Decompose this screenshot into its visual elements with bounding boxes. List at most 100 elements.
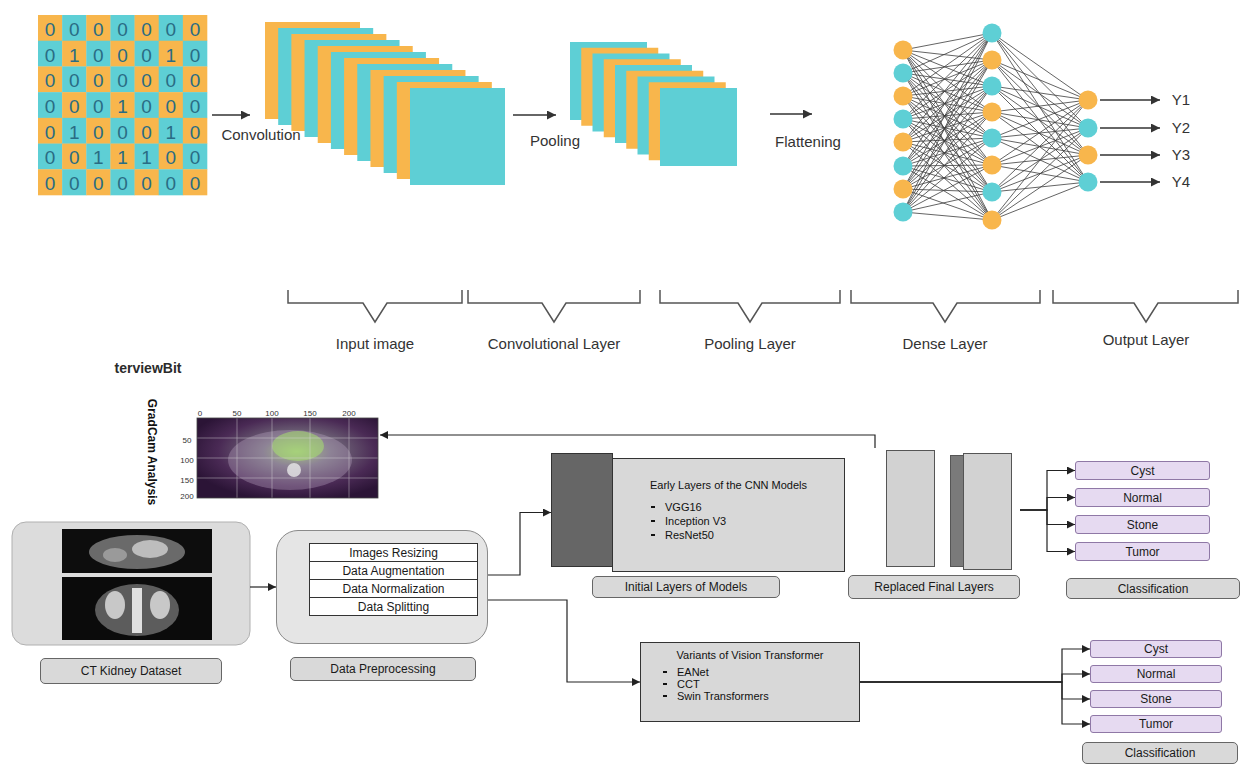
grid	[197, 418, 378, 498]
caption-text: Classification	[1118, 582, 1189, 596]
axis-tick: 150	[180, 476, 193, 485]
axis-tick: 50	[183, 436, 192, 445]
bullet-item: VGG16	[665, 500, 702, 514]
neuron-link	[903, 86, 992, 189]
flow-arrow	[860, 649, 1090, 682]
neuron	[1079, 146, 1098, 165]
neuron-link	[992, 100, 1088, 192]
ct-body	[95, 584, 179, 636]
neuron	[983, 211, 1002, 230]
label-slot: 1	[69, 122, 80, 141]
figure-frame	[12, 522, 250, 645]
matrix-digit: 0	[45, 173, 56, 194]
neuron-link	[903, 33, 992, 96]
ct-organ	[103, 548, 127, 562]
box-label: Data Splitting	[358, 600, 429, 614]
gradcam-heatmap	[197, 418, 378, 498]
matrix-digit: 0	[190, 121, 201, 142]
matrix-digit: 0	[69, 70, 80, 91]
matrix-cell	[110, 92, 134, 118]
label-slot: 0	[165, 71, 176, 90]
output-arrow	[1100, 127, 1160, 129]
output-label: Y2	[1172, 119, 1190, 136]
matrix-cell	[62, 118, 86, 144]
class-box: Tumor	[1075, 542, 1210, 561]
label-slot: 0	[93, 71, 104, 90]
class-box: Tumor	[1090, 715, 1222, 733]
bullet-mark	[651, 506, 655, 508]
matrix-cell	[135, 66, 159, 92]
matrix-digit: 0	[165, 147, 176, 168]
neuron	[894, 41, 913, 60]
matrix-cell	[159, 92, 183, 118]
label-slot: 1	[141, 148, 152, 167]
box-label: Tumor	[1125, 545, 1159, 559]
box-label: Stone	[1127, 518, 1158, 532]
neuron-link	[992, 128, 1088, 220]
matrix-digit: 0	[45, 96, 56, 117]
matrix-digit: 0	[45, 44, 56, 65]
label-slot: 0	[198, 403, 202, 419]
axis-tick: 100	[180, 456, 193, 465]
neuron	[894, 157, 913, 176]
class-box: Stone	[1090, 690, 1222, 708]
layer-label: Convolutional Layer	[488, 335, 621, 352]
brace	[468, 290, 640, 322]
caption-pill: Classification	[1066, 578, 1240, 599]
label-slot: 0	[165, 148, 176, 167]
model-block: Variants of Vision TransformerEANetCCTSw…	[640, 642, 860, 722]
label-slot: 0	[165, 19, 176, 38]
matrix-cell	[86, 118, 110, 144]
bullet-mark	[651, 534, 655, 536]
neuron-link	[903, 212, 992, 220]
heat-blob	[272, 431, 324, 461]
matrix-cell	[38, 169, 62, 195]
matrix-cell	[62, 92, 86, 118]
braces	[288, 290, 1238, 322]
step-label: Convolution	[221, 126, 300, 143]
neuron-link	[992, 182, 1088, 192]
bright-spot	[287, 463, 301, 477]
matrix-cell	[62, 66, 86, 92]
matrix-digit: 0	[117, 121, 128, 142]
matrix-cell	[86, 41, 110, 67]
neuron-link	[903, 138, 992, 189]
matrix-digit: 0	[45, 18, 56, 39]
matrix-digit: 0	[45, 70, 56, 91]
neuron	[1079, 91, 1098, 110]
neuron	[983, 183, 1002, 202]
label-slot: 0	[45, 71, 56, 90]
axis-tick: 150	[303, 409, 316, 418]
label-slot: 200	[180, 486, 193, 502]
matrix-cell	[110, 41, 134, 67]
matrix-cell	[38, 118, 62, 144]
brace	[660, 290, 840, 322]
label-slot: Y4	[1172, 174, 1190, 190]
matrix-cell	[159, 66, 183, 92]
caption-text: Initial Layers of Models	[625, 580, 748, 594]
neuron-link	[992, 100, 1088, 220]
matrix-cell	[38, 15, 62, 41]
matrix-cell	[183, 118, 207, 144]
neuron-link	[992, 112, 1088, 182]
neuron-link	[992, 100, 1088, 165]
neuron-link	[903, 33, 992, 189]
matrix-cell	[86, 15, 110, 41]
output-label: Y1	[1172, 91, 1190, 108]
preprocessing-group: Data PreprocessingImages ResizingData Au…	[276, 530, 488, 644]
matrix-digit: 0	[190, 96, 201, 117]
label-slot: 0	[45, 174, 56, 193]
ct-organ	[132, 540, 168, 558]
box-label: Normal	[1123, 491, 1162, 505]
matrix-digit: 0	[93, 70, 104, 91]
box-label: Data Augmentation	[342, 564, 444, 578]
matrix-digit: 0	[93, 44, 104, 65]
matrix-cell	[135, 92, 159, 118]
matrix-cell	[135, 169, 159, 195]
watermark: terviewBit	[115, 360, 182, 376]
matrix-cell	[86, 144, 110, 170]
matrix-cell	[86, 169, 110, 195]
matrix-cell	[183, 92, 207, 118]
